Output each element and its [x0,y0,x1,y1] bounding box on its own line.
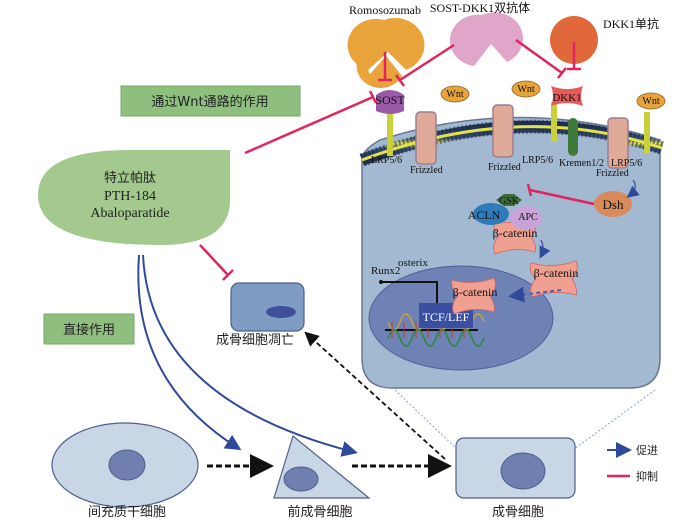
dsh-label: Dsh [603,197,624,212]
dsh [594,191,632,217]
lrp56-label-3: LRP5/6 [611,158,642,169]
beta-catenin-nuclear-label: β-catenin [453,285,498,299]
legend-inhibit-label: 抑制 [636,469,658,483]
romosozumab-antibody [347,18,425,88]
beta-catenin-cytoplasm-label: β-catenin [534,266,579,280]
kremen-label: Kremen1/2 [559,158,604,169]
wnt-pathway-box [120,85,301,117]
sost-dkk1-bispecific-antibody [449,12,524,67]
antibody-inhibition-lines [199,38,581,281]
beta-catenin-cytoplasm [529,260,578,298]
lrp56-label-1: LRP5/6 [371,155,402,166]
acln-label: ACLN [468,208,501,222]
wnt-label-2: Wnt [517,84,534,95]
msc-label: 间充质干细胞 [88,504,166,520]
osteoblast-label: 成骨细胞 [492,505,544,520]
preosteoblast-label: 前成骨细胞 [287,504,352,520]
preosteoblast-cell [273,434,371,499]
direct-action-box-label: 直接作用 [63,322,115,338]
release-arrow [539,239,551,259]
tcf-lef-label: TCF/LEF [423,310,470,324]
drug-name-teriparatide: 特立帕肽 [104,171,156,186]
frizzled-label-2: Frizzled [488,162,521,173]
dkk1-monoclonal-antibody [550,16,598,64]
promote-curves [137,254,358,457]
zoom-projection-lines [394,389,656,453]
wnt-pathway-box-label: 通过Wnt通路的作用 [151,94,268,110]
dkk1-mab-label: DKK1单抗 [603,16,659,31]
beta-catenin-complex-label: β-catenin [493,226,538,240]
apoptosis-label: 成骨细胞凋亡 [216,333,294,348]
apoptotic-osteoblast [230,282,305,332]
direct-action-box [43,313,135,345]
dsh-inhibit-bar [526,183,533,197]
sost-dkk1-bispecific-label: SOST-DKK1双抗体 [430,0,530,15]
frizzled-label-3: Frizzled [596,168,629,179]
sost-protein [376,90,404,114]
osteoblast-cell [455,437,576,499]
lrp56-receptors [387,102,650,156]
frizzled-to-dsh-arrow [626,179,640,198]
wnt-label-3: Wnt [642,96,659,107]
runx2-label: Runx2 [371,265,400,277]
romosozumab-label: Romosozumab [349,3,421,17]
osterix-label: osterix [398,257,428,269]
legend-promote-label: 促进 [636,443,658,457]
destruction-complex [473,194,542,255]
nuclear-translocation-arrow [508,286,562,303]
target-gene-line [379,280,438,303]
dkk1-label: DKK1 [552,92,581,104]
drug-name-abaloparatide: Abaloparatide [90,206,169,221]
lrp56-label-2: LRP5/6 [522,155,553,166]
wnt-label-1: Wnt [446,89,463,100]
apc-label: APC [518,212,538,223]
wnt-ligands [440,80,666,110]
apoptosis-arrow [304,331,446,460]
beta-catenin-nuclear [451,277,496,315]
drug-name-pth184: PTH-184 [104,189,156,204]
sost-label: SOST [375,93,405,107]
drug-shape [38,150,230,245]
frizzled-receptors [415,104,629,169]
dsh-inhibit-line [529,188,595,206]
frizzled-label-1: Frizzled [410,165,443,176]
kremen-receptor [568,118,578,156]
legend [607,442,632,478]
msc-cell [51,422,199,508]
dkk1-protein [551,86,583,106]
gsk-label: GSK [499,196,520,207]
